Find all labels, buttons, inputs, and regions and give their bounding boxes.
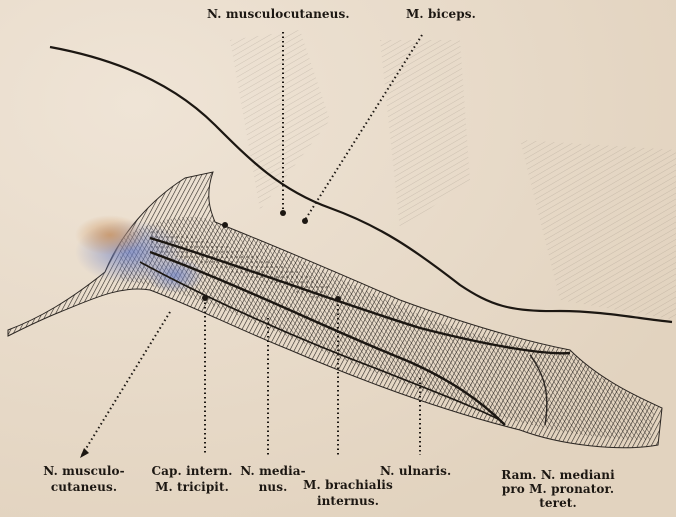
label-n-musculo-cutaneus: N. musculo- cutaneus. xyxy=(34,465,134,493)
label-line: N. media- xyxy=(238,465,308,477)
label-line: Ram. N. mediani xyxy=(478,469,638,481)
label-m-biceps: M. biceps. xyxy=(406,8,476,20)
label-line: pro M. pronator. xyxy=(478,483,638,495)
label-line: Cap. intern. xyxy=(142,465,242,477)
label-cap-intern-m-tricipit: Cap. intern. M. tricipit. xyxy=(142,465,242,493)
label-line: N. musculo- xyxy=(34,465,134,477)
label-line: M. brachialis xyxy=(298,479,398,491)
orange-stain xyxy=(75,215,145,255)
label-ram-n-mediani: Ram. N. mediani pro M. pronator. teret. xyxy=(478,469,638,509)
dot-triceps xyxy=(222,222,228,228)
dot-brachialis xyxy=(335,296,341,302)
label-m-brachialis-internus: M. brachialis internus. xyxy=(298,479,398,507)
label-line: teret. xyxy=(478,497,638,509)
dot-n-musculocutaneus xyxy=(280,210,286,216)
label-line: internus. xyxy=(298,495,398,507)
label-n-musculocutaneus-top: N. musculocutaneus. xyxy=(207,8,350,20)
label-line: cutaneus. xyxy=(34,481,134,493)
label-n-ulnaris: N. ulnaris. xyxy=(380,465,451,477)
dot-m-biceps xyxy=(302,218,308,224)
dot-cap-intern xyxy=(202,295,208,301)
label-line: M. tricipit. xyxy=(142,481,242,493)
